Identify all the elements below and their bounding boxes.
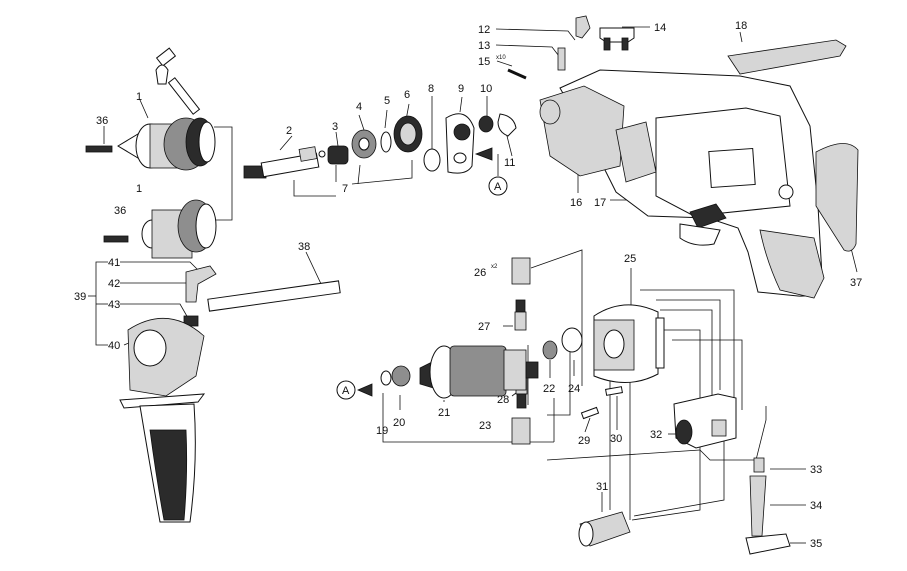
callout-4: 4 — [356, 101, 362, 113]
callout-31: 31 — [596, 481, 608, 493]
spring — [318, 145, 349, 165]
callout-2: 2 — [286, 125, 292, 137]
drill-housing — [539, 69, 825, 299]
callout-6: 6 — [404, 89, 410, 101]
connector-a-bottom-circle — [336, 380, 356, 400]
retaining-ring — [380, 131, 392, 153]
callout-15: 15 — [478, 56, 490, 68]
callout-34: 34 — [810, 500, 822, 512]
callout-17: 17 — [594, 197, 606, 209]
callout-5: 5 — [384, 95, 390, 107]
callout-27: 27 — [478, 321, 490, 333]
chuck-screw-bottom — [103, 235, 129, 243]
arrow-a-bottom — [356, 383, 373, 397]
brush-spring-bottom — [516, 393, 527, 409]
callout-41: 41 — [108, 257, 120, 269]
callout-11: 11 — [504, 157, 515, 169]
brush-spring-top — [515, 299, 526, 313]
stator — [593, 304, 665, 384]
keyless-chuck — [141, 199, 217, 259]
bearing-sleeve — [561, 327, 583, 353]
callout-20: 20 — [393, 417, 405, 429]
callout-39: 39 — [74, 291, 86, 303]
depth-rod — [207, 280, 341, 312]
callout-32: 32 — [650, 429, 662, 441]
callout-9: 9 — [458, 83, 464, 95]
callout-42: 42 — [108, 278, 120, 290]
needle-bearing — [478, 115, 494, 133]
brush-spring-clip — [575, 15, 591, 39]
connector-a-bottom-label: A — [342, 385, 350, 397]
callout-1-top: 1 — [136, 91, 142, 103]
callout-36-top: 36 — [96, 115, 108, 127]
callout-3: 3 — [332, 121, 338, 133]
callout-22: 22 — [543, 383, 555, 395]
cord-clamp — [745, 533, 791, 555]
callout-29: 29 — [578, 435, 590, 447]
armature — [419, 345, 539, 399]
trigger-switch — [673, 393, 737, 449]
callout-13: 13 — [478, 40, 490, 52]
callout-33: 33 — [810, 464, 822, 476]
cord-guard-pin — [557, 47, 566, 71]
chuck-screw-top — [85, 145, 113, 153]
callout-14: 14 — [654, 22, 666, 34]
callout-43: 43 — [108, 299, 120, 311]
terminal-sleeve — [605, 386, 623, 396]
armature-washer — [380, 370, 392, 386]
auxiliary-handle — [119, 318, 206, 523]
armature-bearing-rear — [542, 340, 558, 360]
handle-lever — [185, 265, 217, 303]
callout-37: 37 — [850, 277, 862, 289]
gear — [393, 115, 423, 153]
bearing-plate — [445, 113, 475, 174]
callout-16: 16 — [570, 197, 582, 209]
clip — [497, 113, 517, 137]
connector-a-top-label: A — [494, 181, 502, 193]
callout-26: 26 — [474, 267, 486, 279]
slider-tab-left — [603, 37, 611, 51]
spindle — [243, 146, 320, 179]
callout-10: 10 — [480, 83, 492, 95]
callout-38: 38 — [298, 241, 310, 253]
cord-guard — [749, 475, 767, 537]
callout-labels: 1 1 2 3 4 5 6 7 8 9 10 11 12 13 14 15 x1… — [74, 20, 862, 550]
housing-screw — [507, 68, 527, 80]
callout-24: 24 — [568, 383, 580, 395]
callout-19: 19 — [376, 425, 388, 437]
keyed-chuck — [117, 117, 216, 171]
carbon-brush-top — [514, 311, 527, 331]
callout-12: 12 — [478, 24, 490, 36]
callout-35: 35 — [810, 538, 822, 550]
insulating-sleeve — [580, 406, 600, 420]
callout-18: 18 — [735, 20, 747, 32]
callout-8: 8 — [428, 83, 434, 95]
arrow-a-top — [474, 147, 493, 161]
quantity-note-15: x10 — [496, 55, 506, 61]
callout-36-bottom: 36 — [114, 205, 126, 217]
callout-21: 21 — [438, 407, 450, 419]
brush-holder-bottom — [511, 417, 531, 445]
callout-30: 30 — [610, 433, 622, 445]
callout-25: 25 — [624, 253, 636, 265]
connector-a-top-circle — [488, 176, 508, 196]
bearing — [351, 129, 377, 159]
cord-clamp-top — [753, 457, 765, 473]
washer — [423, 148, 441, 172]
callout-40: 40 — [108, 340, 120, 352]
side-grip-panel — [815, 143, 859, 252]
housing-cover — [727, 39, 847, 75]
capacitor — [578, 511, 631, 547]
callout-1-bottom: 1 — [136, 183, 142, 195]
brush-holder-top — [511, 257, 531, 285]
slider-tab-right — [621, 37, 629, 51]
parts — [85, 15, 859, 555]
armature-bearing-front — [391, 365, 411, 387]
callout-7: 7 — [342, 183, 348, 195]
callout-28: 28 — [497, 394, 509, 406]
chuck-key — [155, 47, 201, 115]
callout-23: 23 — [479, 420, 491, 432]
quantity-note-26: x2 — [491, 264, 498, 270]
